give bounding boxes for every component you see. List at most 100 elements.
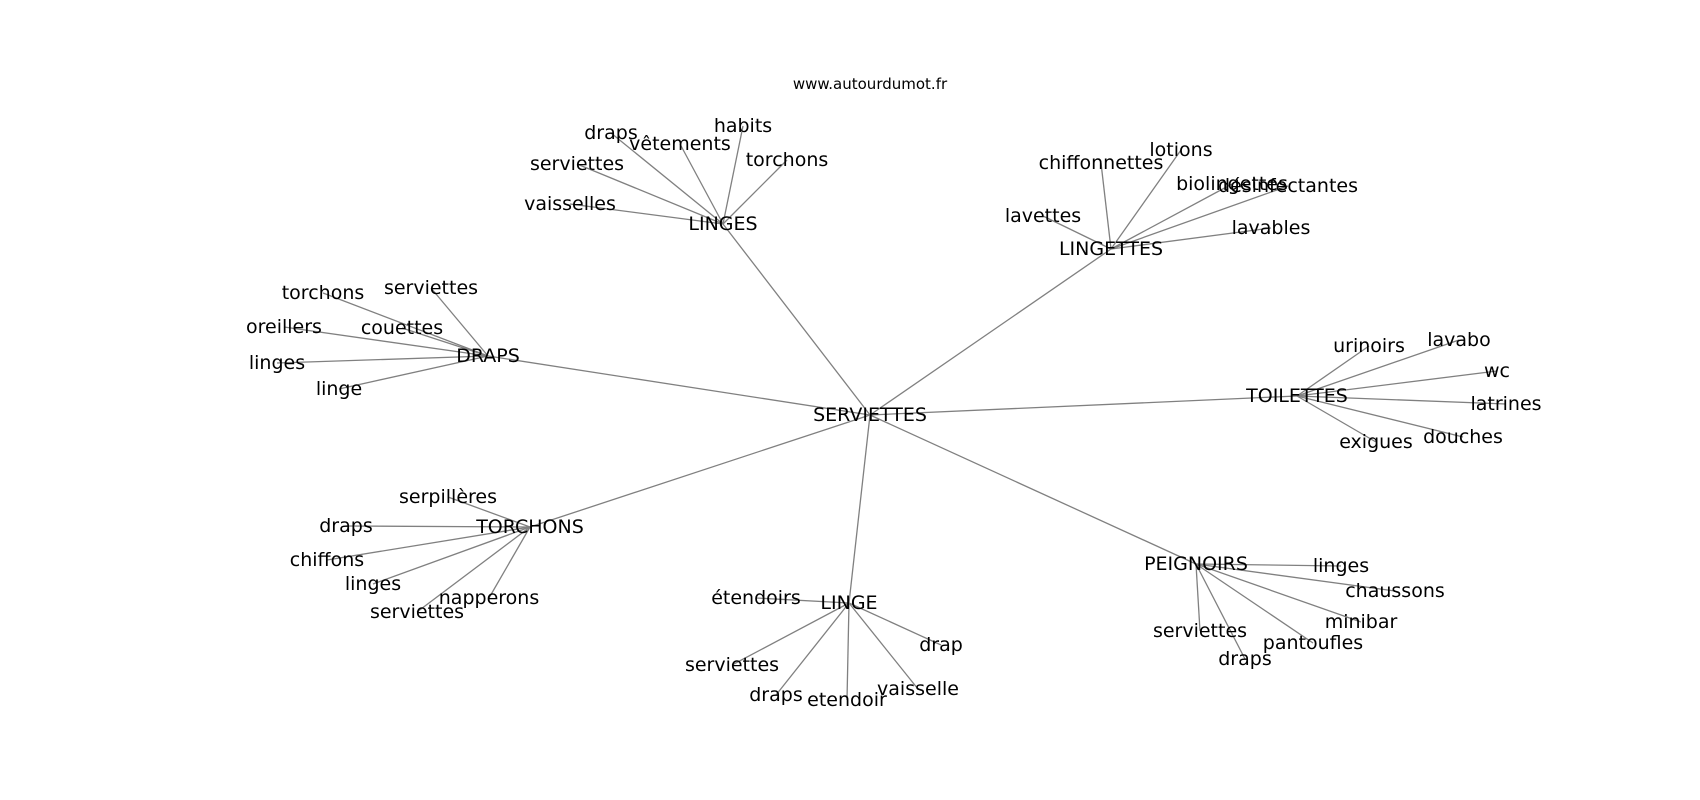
cluster-node-torchons: TORCHONS bbox=[475, 516, 584, 538]
edge-linges-to-vetements bbox=[679, 143, 724, 225]
leaf-node-draps-oreillers: oreillers bbox=[246, 316, 322, 338]
leaf-node-peignoirs-linges: linges bbox=[1313, 555, 1369, 577]
edge-peignoirs-to-pantoufles bbox=[1195, 563, 1314, 644]
leaf-node-linge-draps: draps bbox=[749, 684, 802, 706]
leaf-node-lingettes-biolingettes: biolingettes bbox=[1176, 173, 1288, 195]
leaf-node-lingettes-desinfectantes: désinfectantes bbox=[1218, 175, 1358, 197]
edge-center-to-toilettes bbox=[869, 395, 1298, 416]
edge-draps-to-linge bbox=[338, 355, 489, 390]
leaf-node-peignoirs-chaussons: chaussons bbox=[1345, 580, 1445, 602]
edge-draps-to-torchons bbox=[322, 292, 489, 357]
edge-draps-to-linges bbox=[276, 355, 489, 364]
leaf-node-toilettes-exigues: exigues bbox=[1339, 431, 1413, 453]
edge-center-to-torchons bbox=[529, 414, 871, 528]
edge-linges-to-torchons bbox=[722, 159, 788, 225]
edge-peignoirs-to-serviettes bbox=[1195, 563, 1201, 632]
edge-peignoirs-to-minibar bbox=[1195, 563, 1362, 623]
leaf-node-peignoirs-serviettes: serviettes bbox=[1153, 620, 1247, 642]
edge-torchons-to-serviettes bbox=[416, 526, 531, 613]
edge-linges-to-vaisselles bbox=[569, 203, 724, 225]
leaf-node-lingettes-lotions: lotions bbox=[1149, 139, 1212, 161]
edge-torchons-to-serpilleres bbox=[447, 496, 531, 528]
cluster-node-draps: DRAPS bbox=[456, 345, 520, 367]
labels-layer: www.autourdumot.fr SERVIETTESLINGESdraps… bbox=[246, 75, 1542, 711]
leaf-node-linge-serviettes: serviettes bbox=[685, 654, 779, 676]
edge-center-to-lingettes bbox=[869, 248, 1112, 416]
edge-lingettes-to-lavables bbox=[1110, 227, 1272, 250]
leaf-node-draps-couettes: couettes bbox=[361, 317, 443, 339]
edge-toilettes-to-latrines bbox=[1296, 395, 1507, 405]
edge-linges-to-serviettes bbox=[576, 163, 724, 225]
edge-torchons-to-napperons bbox=[488, 526, 531, 599]
cluster-node-linges: LINGES bbox=[688, 213, 757, 235]
leaf-node-linge-etendoir: etendoir bbox=[807, 689, 887, 711]
edge-lingettes-to-biolingettes bbox=[1110, 183, 1233, 250]
edge-lingettes-to-chiffonnettes bbox=[1100, 162, 1112, 250]
leaf-node-draps-serviettes: serviettes bbox=[384, 277, 478, 299]
leaf-node-torchons-draps: draps bbox=[319, 515, 372, 537]
edge-peignoirs-to-draps bbox=[1195, 563, 1246, 660]
leaf-node-linges-vetements: vêtements bbox=[629, 133, 731, 155]
leaf-node-torchons-serpilleres: serpillères bbox=[399, 486, 497, 508]
edge-center-to-linge bbox=[848, 414, 871, 604]
edge-linge-to-drap bbox=[848, 602, 942, 646]
edge-linge-to-etendoir bbox=[846, 602, 850, 701]
edge-lingettes-to-lavettes bbox=[1042, 215, 1112, 250]
edge-peignoirs-to-linges bbox=[1195, 563, 1342, 567]
edge-toilettes-to-urinoirs bbox=[1296, 345, 1370, 397]
cluster-node-linge: LINGE bbox=[820, 592, 877, 614]
source-watermark: www.autourdumot.fr bbox=[793, 75, 948, 93]
leaf-node-torchons-chiffons: chiffons bbox=[290, 549, 364, 571]
leaf-node-lingettes-lavables: lavables bbox=[1232, 217, 1311, 239]
leaf-node-toilettes-urinoirs: urinoirs bbox=[1333, 335, 1405, 357]
leaf-node-linges-serviettes: serviettes bbox=[530, 153, 624, 175]
cluster-node-lingettes: LINGETTES bbox=[1059, 238, 1163, 260]
leaf-node-linges-habits: habits bbox=[714, 115, 772, 137]
leaf-node-peignoirs-minibar: minibar bbox=[1325, 611, 1398, 633]
leaf-node-draps-torchons: torchons bbox=[282, 282, 365, 304]
leaf-node-toilettes-wc: wc bbox=[1484, 360, 1510, 382]
leaf-node-peignoirs-draps: draps bbox=[1218, 648, 1271, 670]
leaf-node-linges-torchons: torchons bbox=[746, 149, 829, 171]
leaf-node-toilettes-lavabo: lavabo bbox=[1427, 329, 1491, 351]
leaf-node-linges-vaisselles: vaisselles bbox=[524, 193, 616, 215]
edge-linge-to-serviettes bbox=[731, 602, 850, 666]
leaf-node-linge-drap: drap bbox=[919, 634, 963, 656]
edge-toilettes-to-douches bbox=[1296, 395, 1464, 438]
edge-linges-to-draps bbox=[610, 132, 724, 225]
leaf-node-draps-linge: linge bbox=[316, 378, 362, 400]
edge-toilettes-to-exigues bbox=[1296, 395, 1377, 443]
edge-toilettes-to-wc bbox=[1296, 370, 1498, 397]
leaf-node-linge-vaisselle: vaisselle bbox=[877, 678, 959, 700]
cluster-node-peignoirs: PEIGNOIRS bbox=[1144, 553, 1248, 575]
leaf-node-torchons-serviettes: serviettes bbox=[370, 601, 464, 623]
edge-center-to-peignoirs bbox=[869, 414, 1197, 565]
edge-draps-to-serviettes bbox=[430, 287, 489, 357]
edge-draps-to-couettes bbox=[401, 327, 489, 357]
leaf-node-linge-etendoirs: étendoirs bbox=[711, 587, 801, 609]
edge-linge-to-etendoirs bbox=[755, 597, 850, 604]
edge-torchons-to-draps bbox=[345, 525, 531, 528]
cluster-node-toilettes: TOILETTES bbox=[1245, 385, 1348, 407]
edge-center-to-draps bbox=[487, 355, 871, 416]
leaf-node-torchons-napperons: napperons bbox=[439, 587, 539, 609]
edges-layer bbox=[276, 125, 1507, 701]
leaf-node-torchons-linges: linges bbox=[345, 573, 401, 595]
leaf-node-linges-draps: draps bbox=[584, 122, 637, 144]
edge-toilettes-to-lavabo bbox=[1296, 339, 1460, 397]
edge-draps-to-oreillers bbox=[283, 326, 489, 357]
edge-linge-to-vaisselle bbox=[848, 602, 919, 690]
edge-lingettes-to-lotions bbox=[1110, 149, 1182, 250]
edge-lingettes-to-desinfectantes bbox=[1110, 185, 1289, 250]
leaf-node-toilettes-douches: douches bbox=[1423, 426, 1503, 448]
leaf-node-lingettes-lavettes: lavettes bbox=[1005, 205, 1081, 227]
leaf-node-draps-linges: linges bbox=[249, 352, 305, 374]
leaf-node-toilettes-latrines: latrines bbox=[1470, 393, 1541, 415]
edge-peignoirs-to-chaussons bbox=[1195, 563, 1396, 592]
edge-torchons-to-chiffons bbox=[326, 526, 531, 561]
edge-linge-to-draps bbox=[775, 602, 850, 696]
leaf-node-lingettes-chiffonnettes: chiffonnettes bbox=[1039, 152, 1164, 174]
edge-torchons-to-linges bbox=[372, 526, 531, 585]
edge-linges-to-habits bbox=[722, 125, 744, 225]
